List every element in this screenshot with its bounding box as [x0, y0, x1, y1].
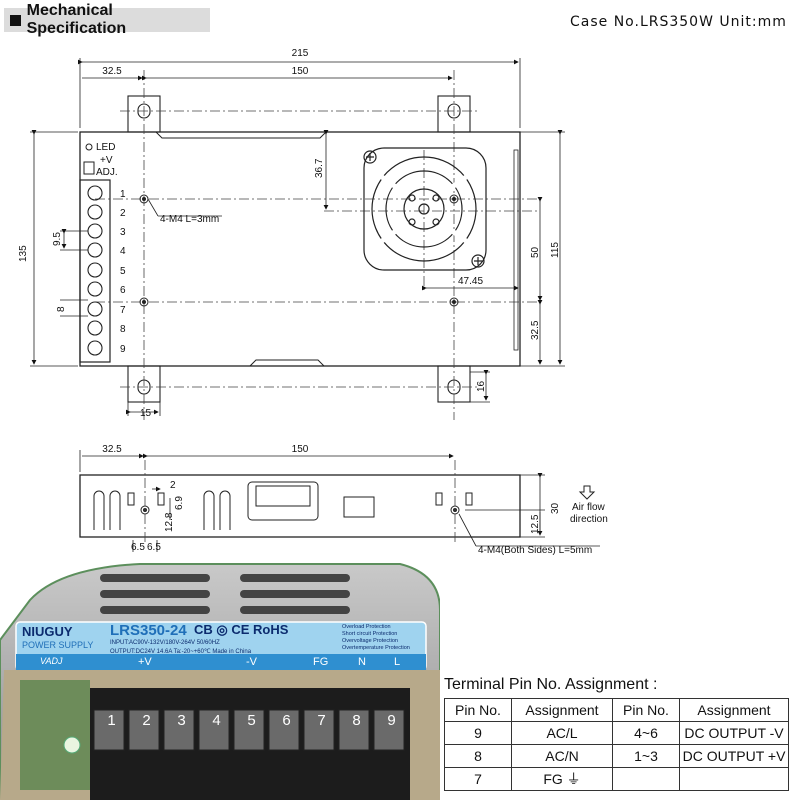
svg-text:6: 6	[120, 285, 126, 296]
case-info: Case No.LRS350W Unit:mm	[570, 14, 787, 30]
pin-assignment-table: Pin No. Assignment Pin No. Assignment 9 …	[444, 698, 789, 791]
side-dim-65a: 6.5	[131, 542, 145, 553]
dim-height-115: 115	[550, 242, 561, 258]
dim-overall-width: 215	[292, 48, 309, 59]
side-dim-left: 32.5	[102, 444, 122, 455]
terminal-block	[79, 179, 111, 363]
svg-text:1: 1	[120, 189, 126, 200]
header-assignment-1: Assignment	[511, 698, 613, 722]
subtitle: POWER SUPPLY	[22, 640, 94, 650]
svg-text:7: 7	[120, 305, 126, 316]
side-dim-128: 12.8	[164, 512, 175, 532]
side-dim-125: 12.5	[530, 514, 541, 534]
svg-text:9: 9	[120, 344, 126, 355]
header-assignment-2: Assignment	[679, 698, 789, 722]
centerlines	[95, 70, 540, 420]
mechanical-drawing: 215 32.5 150 135 36.7 47.45 50 115 32.5 …	[18, 48, 608, 556]
vadj-label-2: ADJ.	[96, 167, 118, 178]
top-view: 215 32.5 150 135 36.7 47.45 50 115 32.5 …	[18, 48, 565, 420]
dim-bottom-offset: 32.5	[530, 320, 541, 340]
product-illustration	[0, 563, 440, 800]
dim-fan-top: 36.7	[314, 158, 325, 178]
section-title: Mechanical Specification	[4, 2, 210, 37]
vadj-text: VADJ	[40, 656, 63, 666]
dim-pin-width: 8	[56, 306, 67, 312]
header-pin-no-2: Pin No.	[612, 698, 680, 722]
terminal-label-nv: -V	[246, 656, 257, 668]
svg-text:3: 3	[120, 227, 126, 238]
airflow-label-1: Air flow	[572, 502, 606, 513]
model-name: LRS350-24	[110, 622, 187, 639]
table-row: 8 AC/N 1~3 DC OUTPUT +V	[444, 744, 789, 768]
table-header-row: Pin No. Assignment Pin No. Assignment	[444, 698, 789, 722]
input-spec: INPUT:AC90V-132V/180V-264V 50/60HZ	[110, 640, 220, 646]
side-dim-2: 2	[170, 480, 176, 491]
brand-name: NIUGUY	[22, 624, 73, 639]
side-view: 32.5 150 2 6.9 12.8 6.5 6.5 30 12.5 Air …	[79, 444, 608, 556]
pin-numbers: 1 2 3 4 5 6 7 8 9	[120, 189, 126, 355]
fan-grille	[363, 147, 487, 271]
square-bullet-icon	[10, 14, 21, 26]
product-photo: NIUGUY LRS350-24 CB ◎ CE RoHS POWER SUPP…	[0, 560, 440, 800]
dim-height-50: 50	[530, 246, 541, 258]
screw-note: 4-M4 L=3mm	[160, 214, 219, 225]
side-dim-span: 150	[292, 444, 309, 455]
table-row: 9 AC/L 4~6 DC OUTPUT -V	[444, 721, 789, 745]
terminal-label-n: N	[358, 656, 366, 668]
dim-pin-pitch: 9.5	[52, 232, 63, 246]
side-dim-height: 30	[550, 502, 561, 514]
terminal-label-fg: FG	[313, 656, 329, 668]
led-icon	[85, 143, 93, 151]
header-pin-no-1: Pin No.	[444, 698, 512, 722]
dim-hole-span: 150	[292, 66, 309, 77]
mounting-tabs	[127, 95, 471, 403]
dim-tab-width: 15	[140, 408, 152, 419]
dim-height: 135	[18, 245, 29, 262]
airflow-arrow-icon	[578, 485, 596, 500]
dim-fan-offset: 47.45	[458, 276, 483, 287]
svg-text:4: 4	[120, 246, 126, 257]
vadj-label-1: +V	[100, 155, 113, 166]
vadj-potentiometer-icon	[83, 161, 95, 175]
cert-marks: CB ◎ CE RoHS	[194, 622, 289, 637]
svg-text:2: 2	[120, 208, 126, 219]
table-row: 7 FG ⏚	[444, 767, 789, 791]
svg-text:8: 8	[120, 324, 126, 335]
dim-tab-height: 16	[476, 380, 487, 392]
pin-table-title: Terminal Pin No. Assignment :	[444, 676, 658, 693]
terminal-numbers: 1 2 3 4 5 6 7 8 9	[107, 712, 396, 729]
terminal-label-l: L	[394, 656, 401, 668]
dim-left-offset: 32.5	[102, 66, 122, 77]
side-dim-69: 6.9	[174, 496, 185, 510]
section-title-text: Mechanical Specification	[26, 2, 127, 37]
screw-holes	[139, 194, 459, 307]
terminal-label-pv: +V	[138, 656, 152, 668]
led-label: LED	[96, 142, 115, 153]
side-dim-65b: 6.5	[147, 542, 161, 553]
side-body-outline	[79, 474, 521, 538]
svg-text:5: 5	[120, 266, 126, 277]
airflow-label-2: direction	[570, 514, 608, 525]
side-screw-note: 4-M4(Both Sides) L=5mm	[478, 545, 592, 556]
output-spec: OUTPUT:DC24V 14.6A Ta:-20~+60℃ Made in C…	[110, 649, 252, 655]
